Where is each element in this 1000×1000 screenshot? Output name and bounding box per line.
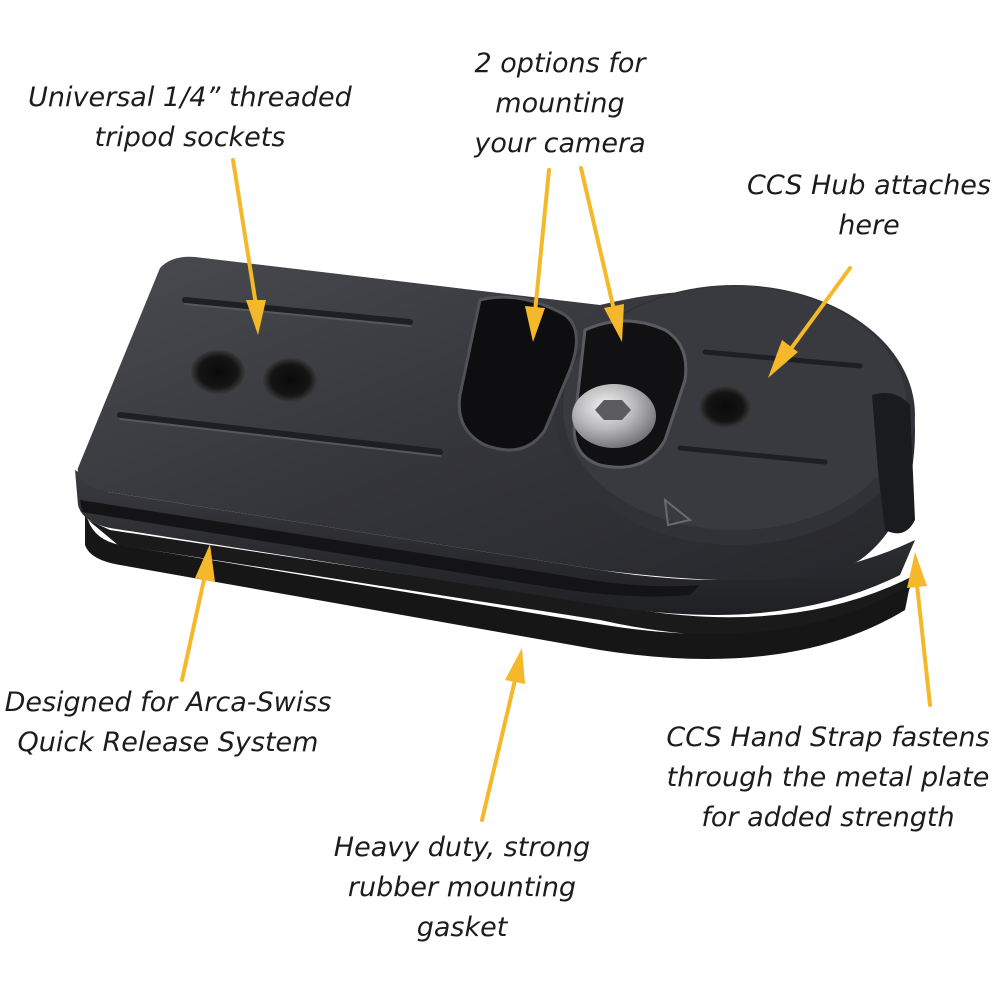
label-line: CCS Hand Strap fastens [666, 722, 990, 753]
label-line: rubber mounting [347, 872, 577, 903]
engraved-line [119, 418, 441, 457]
strap-slot [872, 392, 915, 534]
arca-swiss-label: Designed for Arca-Swiss Quick Release Sy… [0, 683, 336, 763]
callout-arrows [180, 158, 932, 822]
tripod-sockets-label: Universal 1/4” threaded tripod sockets [20, 78, 360, 158]
dovetail-groove [80, 500, 700, 597]
label-line: your camera [474, 128, 646, 159]
label-line: Designed for Arca-Swiss [4, 687, 332, 718]
label-line: 2 options for [474, 48, 646, 79]
engraved-line [184, 303, 411, 327]
engraved-line [182, 297, 413, 325]
label-line: mounting [495, 88, 625, 119]
label-line: CCS Hub attaches [747, 170, 991, 201]
label-line: tripod sockets [94, 122, 286, 153]
mount-options-label: 2 options for mounting your camera [440, 44, 680, 164]
gasket-base [85, 515, 910, 659]
alignment-triangle [663, 497, 693, 527]
engraved-line [117, 412, 443, 455]
tripod-socket [191, 350, 245, 394]
hand-strap-label: CCS Hand Strap fastens through the metal… [660, 718, 996, 838]
hub-socket [699, 386, 751, 428]
hub-label: CCS Hub attaches here [738, 166, 1000, 246]
label-line: Universal 1/4” threaded [28, 82, 352, 113]
label-line: here [838, 210, 900, 241]
label-line: through the metal plate [666, 762, 990, 793]
hex-socket [595, 400, 631, 420]
label-line: gasket [416, 912, 508, 943]
plate-side [75, 470, 915, 615]
gasket-label: Heavy duty, strong rubber mounting gaske… [322, 828, 602, 948]
label-line: Heavy duty, strong [333, 832, 591, 863]
label-line: for added strength [701, 802, 955, 833]
tripod-socket [263, 358, 317, 402]
label-line: Quick Release System [17, 727, 319, 758]
engraved-line [677, 445, 828, 465]
